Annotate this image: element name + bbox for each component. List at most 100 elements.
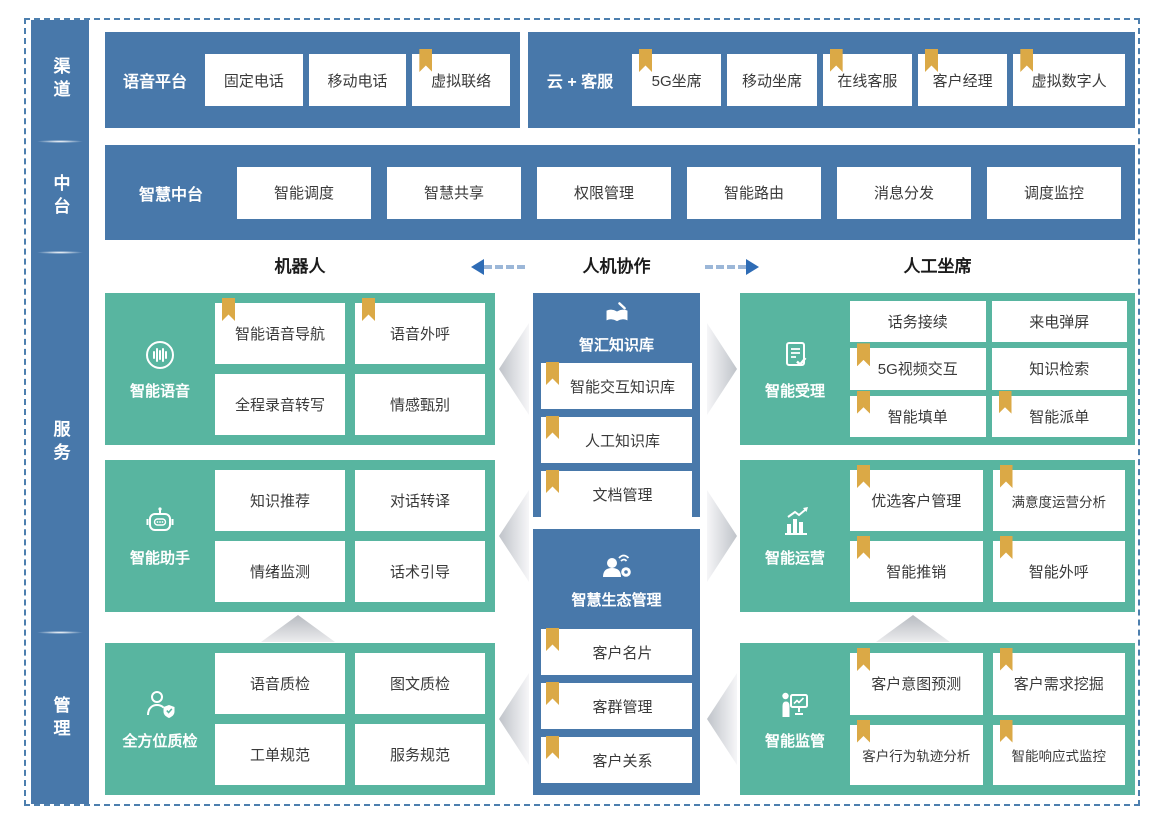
smart-voice-block: 智能语音 智能语音导航 语音外呼 全程录音转写 情感甄别 <box>105 293 495 445</box>
block-title: 智能受理 <box>764 383 825 400</box>
feature-box: 文档管理 <box>541 470 692 517</box>
feature-box: 在线客服 <box>822 49 912 106</box>
feature-box: 移动电话 <box>308 54 407 106</box>
feature-label: 智能填单 <box>887 408 948 426</box>
bookmark-icon <box>546 682 559 705</box>
voice-platform-items: 固定电话 移动电话 虚拟联络 <box>205 49 520 106</box>
bookmark-icon <box>546 362 559 385</box>
channel-row: 语音平台 固定电话 移动电话 虚拟联络 云 + 客服 5G坐席 移动坐席 在线客… <box>105 32 1135 128</box>
chevron-right-icon <box>707 490 737 582</box>
bookmark-icon <box>546 628 559 651</box>
sidebar-separator <box>37 631 83 634</box>
smart-supervision-block: 智能监管 客户意图预测 客户需求挖掘 客户行为轨迹分析 智能响应式监控 <box>740 643 1135 795</box>
bookmark-icon <box>857 648 870 671</box>
feature-label: 客户关系 <box>592 752 653 770</box>
bookmark-icon <box>546 416 559 439</box>
bookmark-icon <box>924 49 938 72</box>
chevron-left-icon <box>499 673 529 765</box>
feature-box: 客户意图预测 <box>850 648 983 715</box>
feature-box: 客户关系 <box>541 736 692 783</box>
feature-box: 知识检索 <box>991 348 1127 390</box>
feature-label: 话务接续 <box>887 314 948 332</box>
feature-box: 话术引导 <box>355 541 485 602</box>
feature-label: 知识检索 <box>1029 361 1090 379</box>
smart-operations-items: 优选客户管理 满意度运营分析 智能推销 智能外呼 <box>850 460 1135 612</box>
feature-label: 语音质检 <box>249 676 310 693</box>
chevron-left-icon <box>707 673 737 765</box>
bookmark-icon <box>998 390 1012 414</box>
smart-acceptance-items: 话务接续 来电弹屏 5G视频交互 知识检索 智能填单 智能派单 <box>850 293 1135 445</box>
feature-label: 调度监控 <box>1023 185 1084 202</box>
feature-label: 知识推荐 <box>249 493 310 510</box>
feature-box: 客户行为轨迹分析 <box>850 719 983 785</box>
feature-label: 工单规范 <box>249 747 310 764</box>
feature-label: 全程录音转写 <box>234 397 325 414</box>
feature-label: 情感甄别 <box>389 397 450 414</box>
quality-inspection-label: 全方位质检 <box>105 643 215 795</box>
sidebar-label-service: 服务 <box>50 419 70 466</box>
block-title: 全方位质检 <box>122 733 198 750</box>
feature-box: 消息分发 <box>837 166 971 219</box>
ecosystem-icon <box>602 554 631 577</box>
bookmark-icon <box>546 736 559 759</box>
operations-icon <box>785 507 808 535</box>
feature-box: 移动坐席 <box>727 54 817 106</box>
bookmark-icon <box>857 536 870 559</box>
feature-box: 5G视频交互 <box>850 343 986 390</box>
smart-acceptance-block: 智能受理 话务接续 来电弹屏 5G视频交互 知识检索 智能填单 智能派单 <box>740 293 1135 445</box>
feature-label: 对话转译 <box>389 493 450 510</box>
smart-operations-block: 智能运营 优选客户管理 满意度运营分析 智能推销 智能外呼 <box>740 460 1135 612</box>
arrow-dashed-tail <box>484 265 525 269</box>
feature-box: 虚拟数字人 <box>1013 49 1125 106</box>
smart-supervision-items: 客户意图预测 客户需求挖掘 客户行为轨迹分析 智能响应式监控 <box>850 643 1135 795</box>
agent-column-header: 人工坐席 <box>903 257 972 276</box>
bookmark-icon <box>999 648 1013 671</box>
feature-label: 智能响应式监控 <box>1011 748 1107 764</box>
quality-inspection-block: 全方位质检 语音质检 图文质检 工单规范 服务规范 <box>105 643 495 795</box>
feature-box: 智能路由 <box>687 166 821 219</box>
voice-platform-title: 语音平台 <box>122 74 187 91</box>
collaboration-label: 人机协作 <box>582 257 651 276</box>
feature-label: 5G视频交互 <box>877 361 958 379</box>
bookmark-icon <box>362 298 375 321</box>
feature-label: 客群管理 <box>592 698 653 716</box>
acceptance-icon <box>786 342 807 367</box>
block-title: 智能监管 <box>764 733 825 750</box>
feature-box: 全程录音转写 <box>215 374 345 435</box>
block-title: 智慧生态管理 <box>571 591 662 609</box>
feature-box: 智能填单 <box>850 390 986 437</box>
bookmark-icon <box>857 343 870 367</box>
quality-inspection-icon <box>147 691 175 718</box>
arrow-left-icon <box>471 259 525 275</box>
bookmark-icon <box>999 465 1013 488</box>
smart-assistant-block: 智能助手 知识推荐 对话转译 情绪监测 话术引导 <box>105 460 495 612</box>
quality-inspection-items: 语音质检 图文质检 工单规范 服务规范 <box>215 643 495 795</box>
bookmark-icon <box>1020 49 1034 72</box>
feature-box: 知识推荐 <box>215 470 345 531</box>
feature-box: 图文质检 <box>355 653 485 714</box>
block-title: 智能助手 <box>129 550 190 567</box>
feature-box: 优选客户管理 <box>850 465 983 531</box>
service-area: 智能语音 智能语音导航 语音外呼 全程录音转写 情感甄别 <box>105 293 1135 795</box>
knowledge-base-header: 智汇知识库 <box>541 301 692 355</box>
feature-label: 智慧共享 <box>423 185 484 202</box>
feature-label: 智能外呼 <box>1028 564 1089 581</box>
feature-label: 客户名片 <box>592 644 653 662</box>
feature-label: 智能派单 <box>1029 408 1090 426</box>
collaboration-header: 机器人 人机协作 人工坐席 <box>105 240 1135 293</box>
feature-box: 5G坐席 <box>632 49 722 106</box>
cloud-service-block: 云 + 客服 5G坐席 移动坐席 在线客服 客户经理 虚拟数字人 <box>528 32 1135 128</box>
feature-label: 虚拟数字人 <box>1031 72 1107 90</box>
feature-label: 消息分发 <box>873 185 934 202</box>
feature-label: 智能交互知识库 <box>569 378 675 396</box>
arrow-head <box>746 259 759 275</box>
feature-box: 智慧共享 <box>387 166 521 219</box>
middle-platform-row: 智慧中台 智能调度 智慧共享 权限管理 智能路由 消息分发 调度监控 <box>105 145 1135 240</box>
bookmark-icon <box>222 298 235 321</box>
sidebar-label-channel: 渠道 <box>50 57 70 103</box>
feature-box: 语音质检 <box>215 653 345 714</box>
feature-label: 权限管理 <box>573 185 634 202</box>
feature-box: 智能外呼 <box>992 536 1125 602</box>
ecosystem-management-header: 智慧生态管理 <box>541 537 692 621</box>
smart-acceptance-label: 智能受理 <box>740 293 850 445</box>
